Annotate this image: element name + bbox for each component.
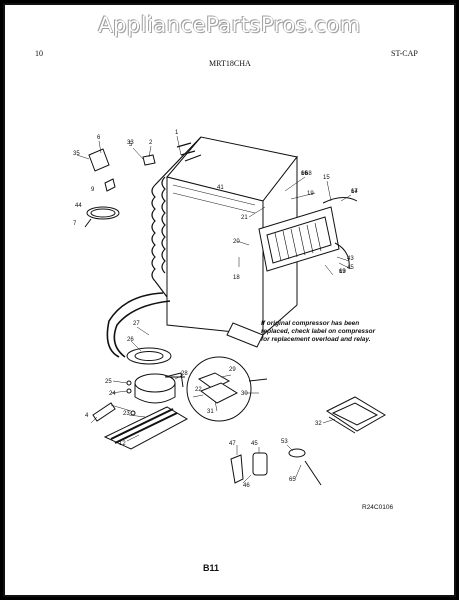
exploded-view-drawing: 1245679121314151618192021222324252627282… <box>73 130 386 489</box>
callout-13: 13 <box>339 269 346 275</box>
callout-28: 28 <box>181 371 188 377</box>
model-number: MRT18CHA <box>209 59 251 68</box>
callout-66: 66 <box>301 171 308 177</box>
parts-diagram-page: AppliancePartsPros.com 10 MRT18CHA ST-CA… <box>3 3 456 597</box>
callout-20: 20 <box>233 239 240 245</box>
callout-65: 65 <box>289 477 296 483</box>
callout-68: 68 <box>305 171 312 177</box>
callout-24: 24 <box>109 391 116 397</box>
callout-67: 67 <box>351 189 358 195</box>
callout-12: 12 <box>119 441 126 447</box>
relay-detail-view <box>165 356 268 422</box>
callout-19: 19 <box>307 191 314 197</box>
callout-5: 5 <box>129 142 133 148</box>
page-code: B11 <box>203 563 220 573</box>
callout-30: 30 <box>241 391 248 397</box>
leader-lines <box>76 135 352 484</box>
thermostat-parts <box>84 148 156 228</box>
callout-46: 46 <box>243 483 250 489</box>
callout-45: 45 <box>251 441 258 447</box>
reference-code: R24C0106 <box>362 504 394 511</box>
callout-numbers: 1245679121314151618192021222324252627282… <box>73 130 358 489</box>
capacitor-parts <box>230 448 322 486</box>
callout-41: 41 <box>217 185 224 191</box>
callout-45: 45 <box>347 265 354 271</box>
callout-26: 26 <box>127 337 134 343</box>
note-line-2: replaced, check label on compressor <box>261 328 376 335</box>
callout-53: 53 <box>281 439 288 445</box>
callout-2: 2 <box>149 140 153 146</box>
callout-47: 47 <box>229 441 236 447</box>
callout-15: 15 <box>323 175 330 181</box>
drain-pan-assembly <box>326 396 386 434</box>
callout-32: 32 <box>315 421 322 427</box>
refrigerant-tubing <box>106 292 171 358</box>
callout-23: 23 <box>123 411 130 417</box>
callout-4: 4 <box>85 413 89 419</box>
callout-27: 27 <box>133 321 140 327</box>
callout-43: 43 <box>347 256 354 262</box>
callout-16: 16 <box>301 171 308 177</box>
callout-29: 29 <box>229 367 236 373</box>
compressor-note: If original compressor has been replaced… <box>261 320 375 344</box>
callout-31: 31 <box>207 409 214 415</box>
evaporator-coil <box>258 197 358 272</box>
compressor-assembly <box>103 347 189 450</box>
callout-25: 25 <box>105 379 112 385</box>
callout-35: 35 <box>73 151 80 157</box>
callout-44: 44 <box>75 203 82 209</box>
callout-7: 7 <box>73 221 77 227</box>
page-number-left: 10 <box>35 49 43 58</box>
callout-14: 14 <box>351 189 358 195</box>
callout-1: 1 <box>175 130 179 136</box>
watermark: AppliancePartsPros.com <box>98 13 361 37</box>
callout-22: 22 <box>195 387 202 393</box>
callout-18: 18 <box>233 275 240 281</box>
cabinet-body <box>166 136 298 348</box>
callout-33: 33 <box>127 140 134 146</box>
callout-21: 21 <box>241 215 248 221</box>
callout-69: 69 <box>339 269 346 275</box>
note-line-1: If original compressor has been <box>261 320 360 327</box>
note-line-3: for replacement overload and relay. <box>261 336 371 343</box>
section-code: ST-CAP <box>391 49 418 58</box>
callout-6: 6 <box>97 135 101 141</box>
callout-9: 9 <box>91 187 95 193</box>
